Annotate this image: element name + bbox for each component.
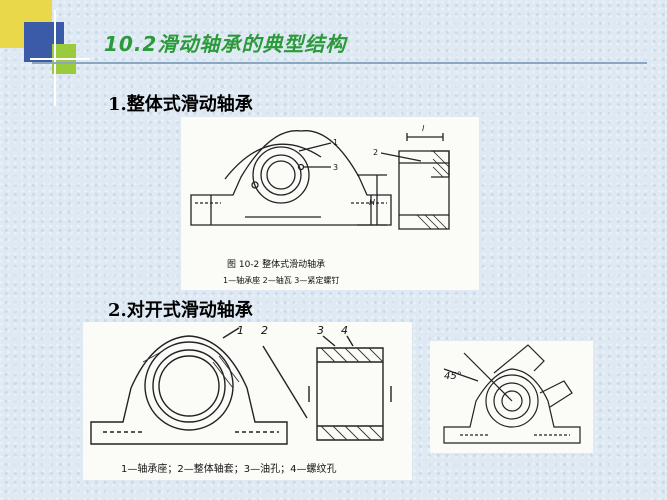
- figure-split-bearing-drawing: 1 2 3 4 1—轴承座；2—整体轴套；3—油孔；4—螺纹孔: [90, 324, 392, 475]
- fig1-caption: 图 10-2 整体式滑动轴承: [227, 258, 325, 270]
- fig1-label-2: 2: [373, 148, 378, 157]
- fig1-legend: 1—轴承座 2—轴瓦 3—紧定螺钉: [223, 275, 339, 285]
- figure-angled-split-bearing: 45°: [430, 341, 593, 453]
- figure-solid-bearing: 1 2 3 l H 图 10-2 整体式滑动轴承 1—轴承座 2—轴瓦 3—紧定…: [181, 117, 479, 290]
- fig1-label-1: 1: [333, 138, 338, 147]
- section-heading-split-bearing: 2.对开式滑动轴承: [108, 300, 253, 321]
- figure-split-bearing: 1 2 3 4 1—轴承座；2—整体轴套；3—油孔；4—螺纹孔: [83, 322, 412, 480]
- fig2-label-1: 1: [237, 324, 244, 337]
- section-heading-solid-bearing: 1.整体式滑动轴承: [108, 94, 253, 115]
- fig1-label-3: 3: [333, 163, 338, 172]
- fig1-label-H: H: [369, 198, 375, 207]
- fig3-angle-label: 45°: [444, 371, 462, 382]
- figure-angled-bearing-drawing: 45°: [443, 344, 581, 444]
- slide-title: 10.2滑动轴承的典型结构: [104, 32, 347, 56]
- fig2-label-3: 3: [317, 324, 324, 337]
- fig2-label-4: 4: [341, 324, 348, 337]
- title-divider: [32, 62, 647, 64]
- fig1-label-l: l: [422, 124, 425, 133]
- fig2-label-2: 2: [261, 324, 268, 337]
- fig2-legend: 1—轴承座；2—整体轴套；3—油孔；4—螺纹孔: [121, 462, 336, 475]
- figure-solid-bearing-drawing: 1 2 3 l H 图 10-2 整体式滑动轴承 1—轴承座 2—轴瓦 3—紧定…: [190, 124, 450, 285]
- decor-white-horizontal-line: [30, 58, 90, 60]
